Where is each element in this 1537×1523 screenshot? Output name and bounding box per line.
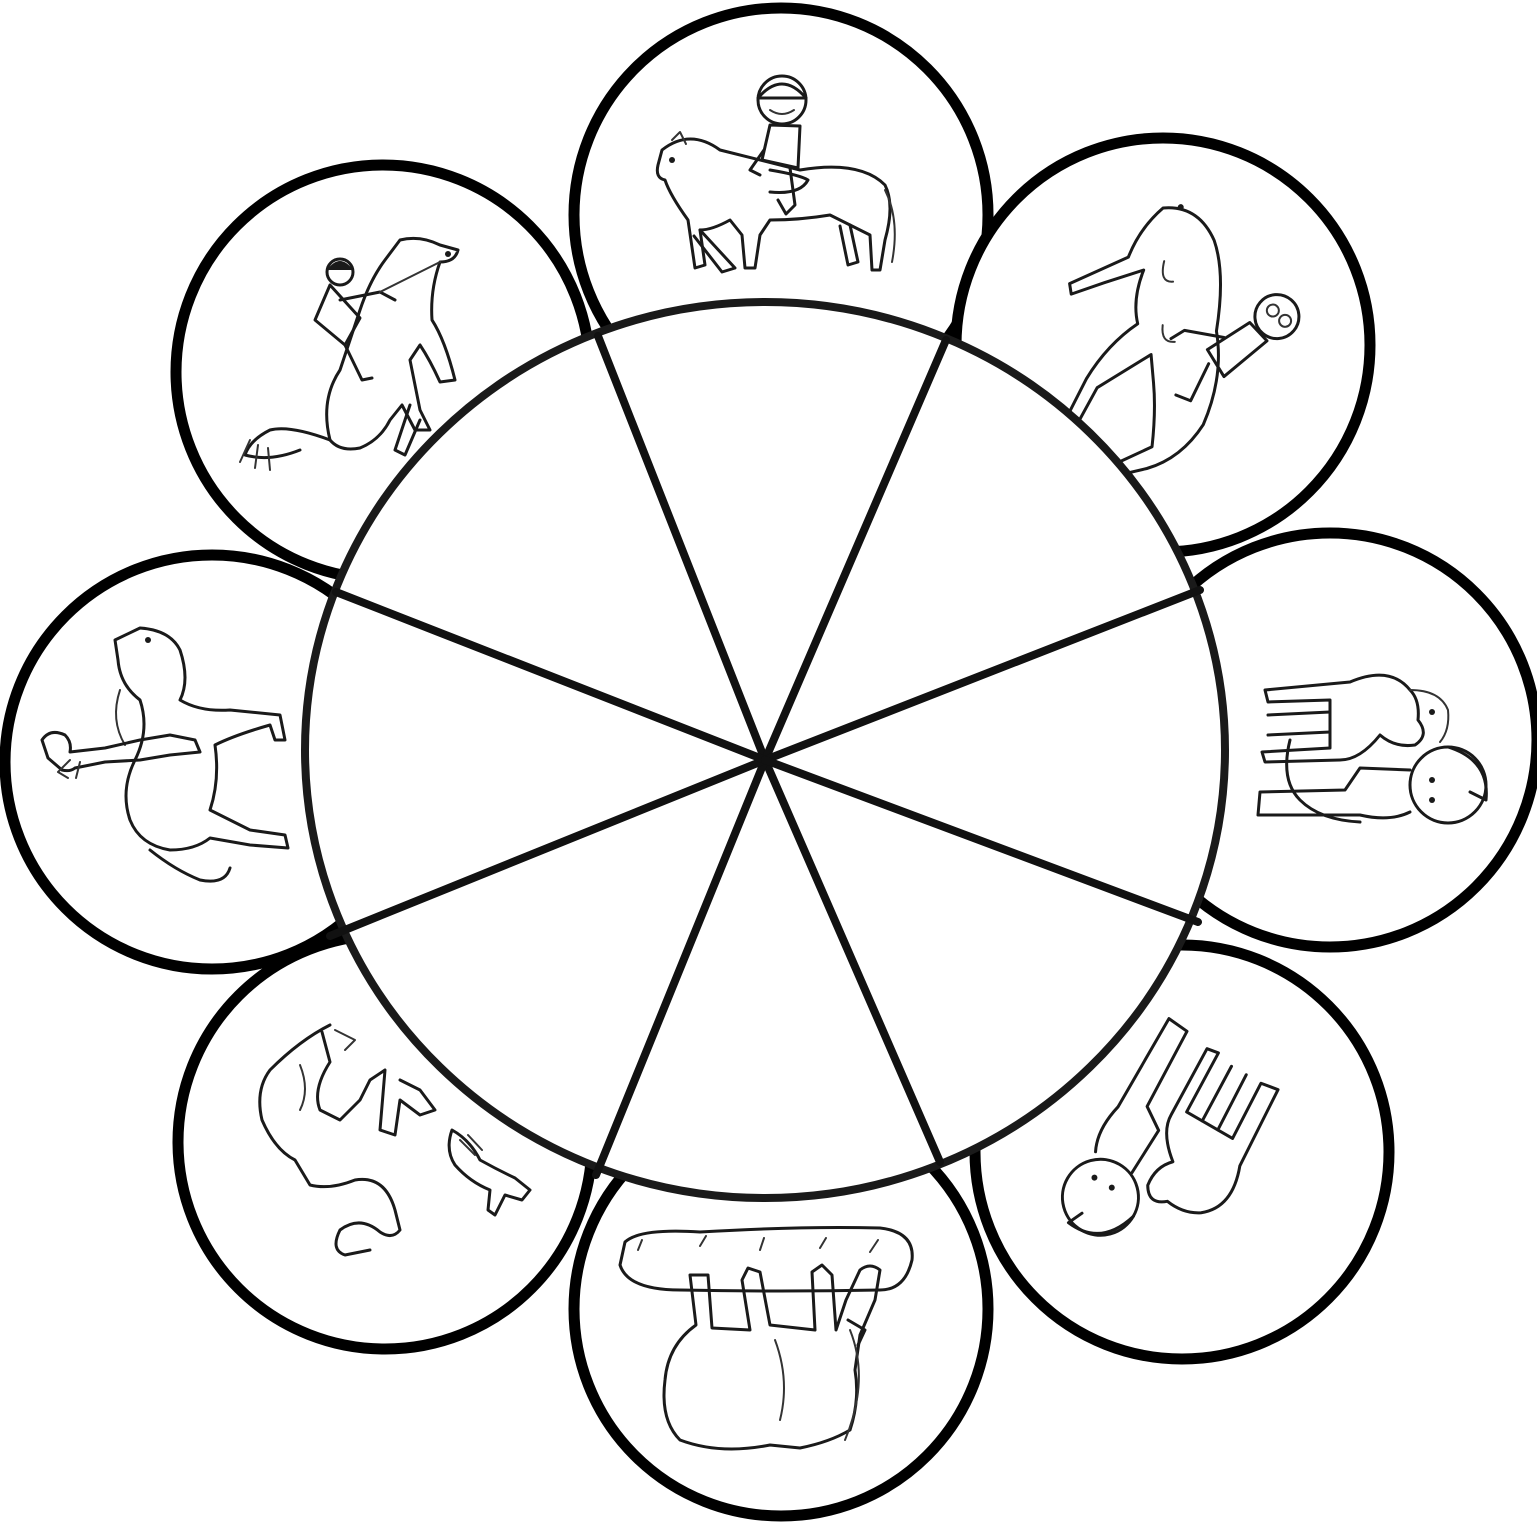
- center-wheel: [305, 302, 1225, 1198]
